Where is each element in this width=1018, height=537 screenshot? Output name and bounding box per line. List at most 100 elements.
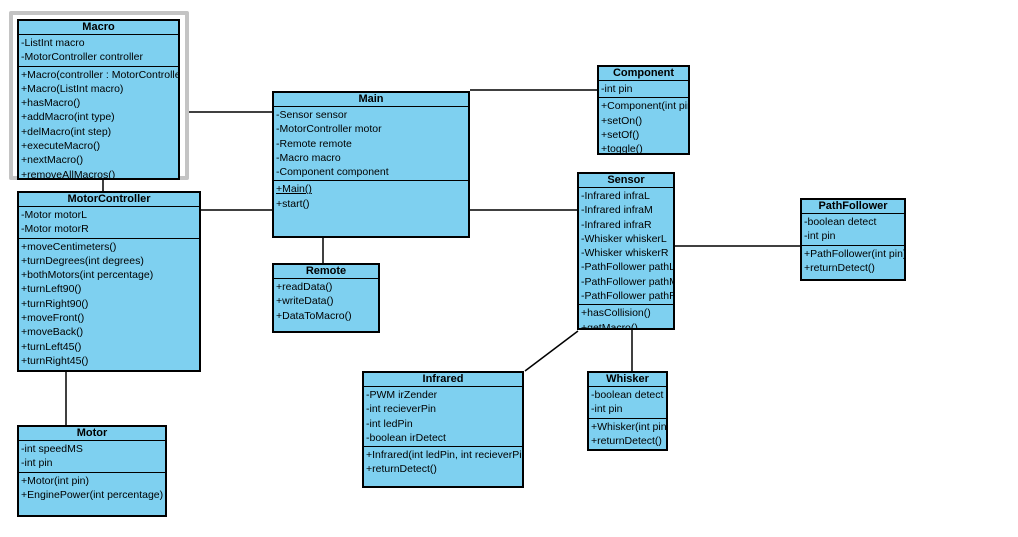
class-title-motor: Motor bbox=[19, 427, 165, 441]
method-row: +delMacro(int step) bbox=[21, 125, 112, 138]
attribute-row: -PathFollower pathM bbox=[581, 275, 673, 288]
methods-compartment: +Macro(controller : MotorController)+Mac… bbox=[19, 67, 178, 180]
attribute-row: -int ledPin bbox=[366, 417, 413, 430]
class-box-infrared[interactable]: Infrared -PWM irZender -int recieverPin-in… bbox=[362, 371, 524, 488]
attribute-row: -int speedMS bbox=[21, 443, 83, 455]
attribute-row: -int pin bbox=[804, 230, 836, 243]
methods-compartment: +PathFollower(int pin)+returnDetect() bbox=[802, 246, 904, 279]
methods-compartment: +hasCollision()+getMacro() bbox=[579, 305, 673, 330]
attributes-compartment: -boolean detect-int pin bbox=[589, 387, 666, 419]
attributes-compartment: -Infrared infraL -Infrared infraM-Infrare… bbox=[579, 188, 673, 306]
class-box-whisker[interactable]: Whisker-boolean detect-int pin+Whisker(i… bbox=[587, 371, 668, 451]
attribute-row: -int pin bbox=[21, 457, 53, 470]
class-box-main[interactable]: Main -Sensor sensor -MotorController motor… bbox=[272, 91, 470, 238]
attribute-row: -PWM irZender bbox=[366, 389, 438, 401]
attributes-compartment: -ListInt macro -MotorController controlle… bbox=[19, 35, 178, 67]
class-title-sensor: Sensor bbox=[579, 174, 673, 188]
method-row: +Macro(ListInt macro) bbox=[21, 82, 124, 95]
methods-compartment: +Whisker(int pin)+returnDetect() bbox=[589, 419, 666, 449]
class-title-main: Main bbox=[274, 93, 468, 107]
method-row: +Macro(controller : MotorController) bbox=[21, 68, 178, 81]
attributes-compartment: -boolean detect -int pin bbox=[802, 214, 904, 246]
method-row: +turnLeft90() bbox=[21, 283, 82, 296]
attribute-row: -Macro macro bbox=[276, 151, 341, 164]
class-title-whisker: Whisker bbox=[589, 373, 666, 387]
method-row: +moveFront() bbox=[21, 312, 85, 325]
class-title-infrared: Infrared bbox=[364, 373, 522, 387]
method-row: +turnDegrees(int degrees) bbox=[21, 254, 144, 267]
method-row: +hasCollision() bbox=[581, 307, 651, 320]
methods-compartment: +readData() +writeData()+DataToMacro() bbox=[274, 279, 378, 331]
method-row: +hasMacro() bbox=[21, 97, 81, 110]
method-row: +returnDetect() bbox=[366, 463, 437, 476]
attribute-row: -int pin bbox=[591, 403, 623, 416]
attribute-row: -PathFollower pathL bbox=[581, 261, 673, 274]
method-row: +writeData() bbox=[276, 295, 334, 308]
method-row: +nextMacro() bbox=[21, 154, 84, 167]
attribute-row: -Remote remote bbox=[276, 137, 352, 150]
attribute-row: -int pin bbox=[601, 83, 633, 95]
attribute-row: -Motor motorR bbox=[21, 223, 89, 236]
method-row: +returnDetect() bbox=[804, 261, 875, 274]
attribute-row: -MotorController controller bbox=[21, 51, 143, 64]
attributes-compartment: -Sensor sensor -MotorController motor-Rem… bbox=[274, 107, 468, 182]
method-row: +Component(int pin) bbox=[601, 100, 688, 113]
method-row: +Whisker(int pin) bbox=[591, 420, 666, 433]
attribute-row: -Motor motorL bbox=[21, 209, 87, 221]
method-row: +addMacro(int type) bbox=[21, 111, 115, 124]
class-box-motor[interactable]: Motor -int speedMS -int pin +Motor(int pin)… bbox=[17, 425, 167, 517]
method-row: +DataToMacro() bbox=[276, 309, 352, 322]
method-row: +moveCentimeters() bbox=[21, 240, 117, 253]
class-title-macro: Macro bbox=[19, 21, 178, 35]
method-row: +toggle() bbox=[601, 143, 643, 155]
connector-sensor-infrared[interactable] bbox=[524, 330, 579, 372]
method-row: +readData() bbox=[276, 281, 333, 293]
attribute-row: -Sensor sensor bbox=[276, 109, 348, 121]
method-row: +removeAllMacros() bbox=[21, 168, 116, 180]
class-box-pathfollower[interactable]: PathFollower -boolean detect -int pin +Path… bbox=[800, 198, 906, 281]
attributes-compartment: -int pin bbox=[599, 81, 688, 99]
methods-compartment: +Motor(int pin)+EnginePower(int percenta… bbox=[19, 473, 165, 515]
class-box-remote[interactable]: Remote +readData() +writeData()+DataToMacr… bbox=[272, 263, 380, 333]
method-row: +Motor(int pin) bbox=[21, 474, 89, 487]
method-row: +getMacro() bbox=[581, 321, 638, 330]
attribute-row: -Whisker whiskerL bbox=[581, 232, 667, 245]
class-title-component: Component bbox=[599, 67, 688, 81]
attribute-row: -int recieverPin bbox=[366, 403, 437, 416]
method-row: +setOf() bbox=[601, 128, 640, 141]
method-row: +turnLeft45() bbox=[21, 340, 82, 353]
attribute-row: -MotorController motor bbox=[276, 123, 382, 136]
attributes-compartment: -int speedMS -int pin bbox=[19, 441, 165, 473]
attributes-compartment: -Motor motorL -Motor motorR bbox=[19, 207, 199, 239]
attribute-row: -Component component bbox=[276, 166, 389, 179]
methods-compartment: +moveCentimeters()+turnDegrees(int degre… bbox=[19, 239, 199, 370]
class-box-macro[interactable]: Macro -ListInt macro -MotorController cont… bbox=[17, 19, 180, 180]
method-row: +Main() bbox=[276, 183, 312, 196]
method-row: +Infrared(int ledPin, int recieverPin) bbox=[366, 449, 522, 462]
method-row: +bothMotors(int percentage) bbox=[21, 269, 154, 282]
attributes-compartment: -PWM irZender -int recieverPin-int ledPin… bbox=[364, 387, 522, 448]
class-box-component[interactable]: Component-int pin+Component(int pin)+set… bbox=[597, 65, 690, 155]
class-box-sensor[interactable]: Sensor -Infrared infraL -Infrared infraM-I… bbox=[577, 172, 675, 330]
attribute-row: -Infrared infraL bbox=[581, 190, 650, 202]
method-row: +moveBack() bbox=[21, 326, 84, 339]
class-box-motorcontroller[interactable]: MotorController-Motor motorL-Motor motor… bbox=[17, 191, 201, 372]
attribute-row: -ListInt macro bbox=[21, 37, 85, 49]
class-title-remote: Remote bbox=[274, 265, 378, 279]
method-row: +setOn() bbox=[601, 114, 643, 127]
method-row: +PathFollower(int pin) bbox=[804, 247, 904, 260]
class-title-pathfollower: PathFollower bbox=[802, 200, 904, 214]
attribute-row: -boolean detect bbox=[804, 216, 877, 228]
attribute-row: -Infrared infraM bbox=[581, 204, 653, 217]
method-row: +turnRight90() bbox=[21, 297, 89, 310]
methods-compartment: +Infrared(int ledPin, int recieverPin)+r… bbox=[364, 447, 522, 486]
attribute-row: -PathFollower pathR bbox=[581, 290, 673, 303]
method-row: +turnRight45() bbox=[21, 354, 89, 367]
class-title-motorcontroller: MotorController bbox=[19, 193, 199, 207]
attribute-row: -Infrared infraR bbox=[581, 218, 652, 231]
methods-compartment: +Component(int pin)+setOn()+setOf() +togg… bbox=[599, 98, 688, 155]
attribute-row: -Whisker whiskerR bbox=[581, 247, 669, 260]
method-row: +executeMacro() bbox=[21, 140, 101, 153]
